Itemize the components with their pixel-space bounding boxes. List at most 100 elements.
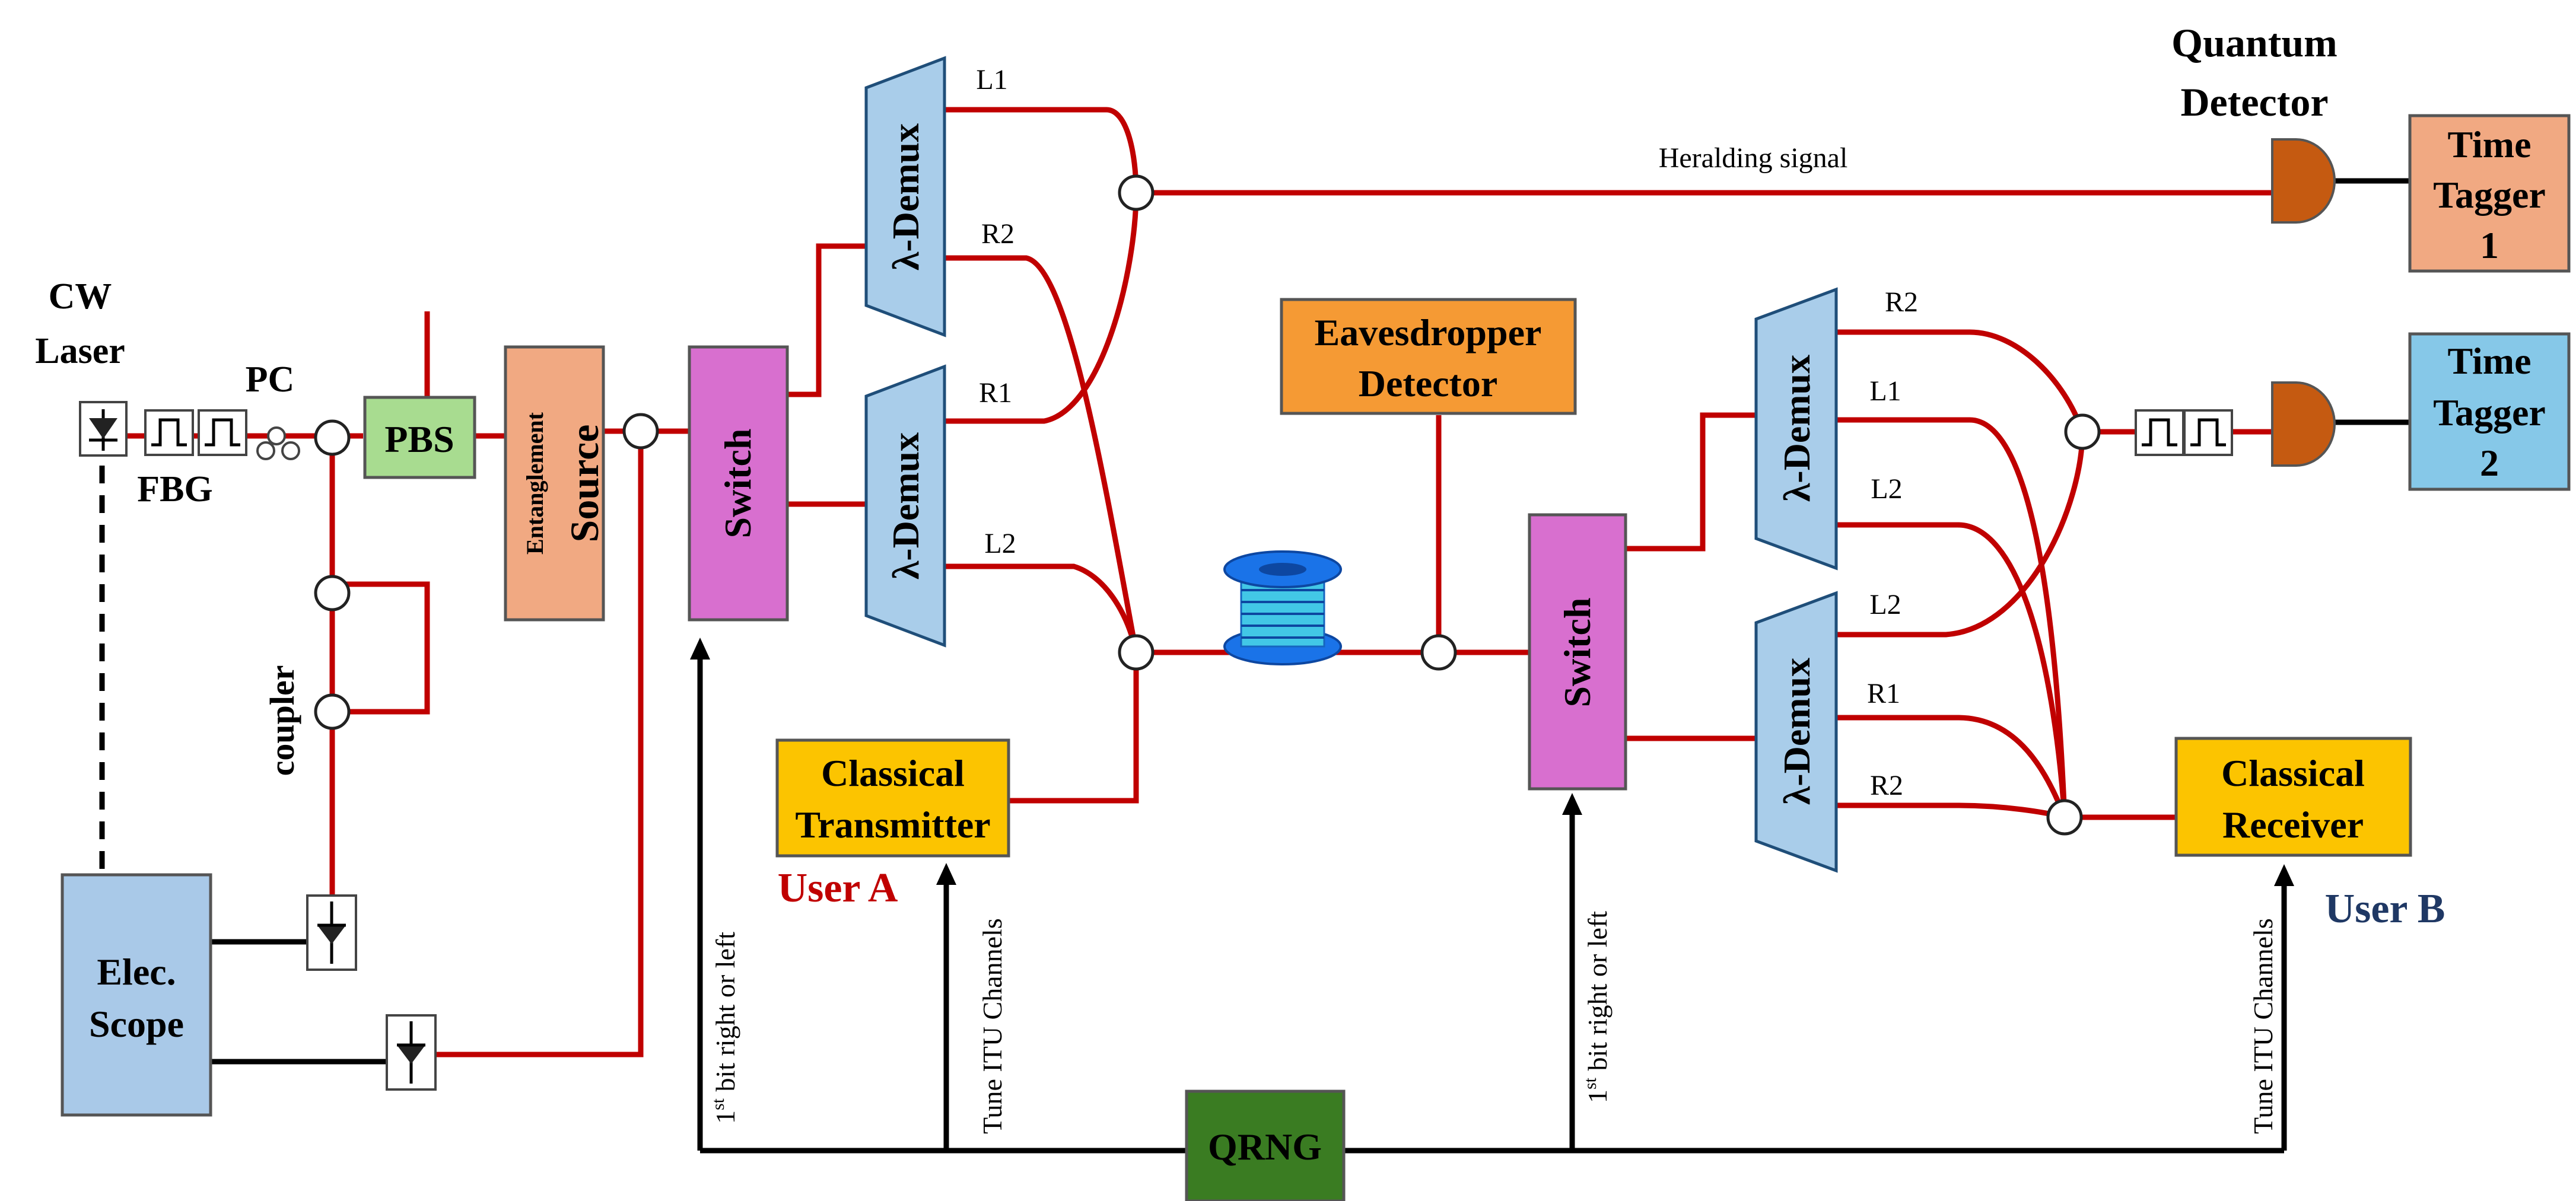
- fiber-demux4-L2: [1836, 431, 2085, 638]
- fiber-lines: [119, 107, 2272, 1057]
- time-tagger-2-box: [2408, 332, 2571, 491]
- qrng-label: QRNG: [1208, 1126, 1322, 1168]
- bit-label-b-prefix: 1: [1582, 1089, 1613, 1103]
- fiber-coupler-loop: [332, 581, 430, 715]
- fbg-right-icon: [2135, 409, 2233, 456]
- switch-b-box: [1528, 513, 1627, 791]
- pbs-box: [363, 396, 476, 479]
- pc-label: PC: [246, 359, 295, 400]
- time-tagger-1-line-1: Time: [2447, 123, 2531, 165]
- quantum-detector-2-icon: [2271, 381, 2336, 467]
- label-L1-a: L1: [976, 64, 1007, 95]
- switch-a-label: Switch: [717, 429, 759, 539]
- classical-rx-label-2: Receiver: [2222, 804, 2364, 846]
- heralding-combiner-node: [1118, 174, 1155, 211]
- time-tagger-1-box: [2408, 114, 2571, 273]
- coupler-nodes: [314, 174, 2101, 836]
- qrng-box: [1185, 1089, 1346, 1201]
- bit-label-a-prefix: 1: [710, 1110, 740, 1124]
- user-a-label: User A: [778, 865, 898, 911]
- user-b-label: User B: [2325, 886, 2445, 932]
- coupler-node-top: [314, 419, 351, 456]
- time-tagger-2-line-3: 2: [2480, 442, 2499, 484]
- fbg-label: FBG: [137, 469, 212, 509]
- user-b-upper-combiner-node: [2064, 413, 2101, 450]
- demux-3-box: [1754, 287, 1838, 571]
- tune-itu-label-b: Tune ITU Channels: [2248, 918, 2278, 1134]
- demux-4-box: [1754, 591, 1838, 873]
- fiber-demux4-R2: [1836, 802, 2066, 820]
- coupler-node-low: [314, 693, 351, 730]
- label-L2-a: L2: [984, 528, 1016, 559]
- fiber-demux1-R2: [944, 255, 1139, 653]
- bit-label-b-rest: bit right or left: [1582, 911, 1613, 1078]
- eavesdropper-label-2: Detector: [1359, 362, 1497, 404]
- classical-rx-label-1: Classical: [2221, 752, 2365, 794]
- fiber-combiner-to-classical-tx: [1009, 652, 1139, 804]
- demux-2-label: λ-Demux: [885, 432, 927, 579]
- eavesdropper-tap-node: [1420, 634, 1457, 671]
- user-b-lower-combiner-node: [2046, 799, 2083, 836]
- time-tagger-2-line-2: Tagger: [2433, 391, 2546, 434]
- demux-2-box: [864, 364, 946, 648]
- bit-label-a-rest: bit right or left: [710, 932, 740, 1098]
- elec-scope-label-1: Elec.: [97, 951, 176, 993]
- bit-label-a-sup: st: [708, 1098, 728, 1110]
- classical-transmitter-box: [775, 738, 1010, 858]
- fiber-demux2-R1: [944, 192, 1139, 424]
- time-tagger-2-line-1: Time: [2447, 340, 2531, 382]
- fiber-spool-icon: [1223, 550, 1342, 665]
- fiber-demux4-R1: [1836, 715, 2068, 818]
- label-R2-c: R2: [1870, 770, 1903, 801]
- coupler-label: coupler: [263, 665, 301, 776]
- label-L2-c: L2: [1869, 589, 1901, 620]
- bit-label-a: 1st bit right or left: [708, 932, 740, 1124]
- tune-itu-label-a: Tune ITU Channels: [977, 918, 1007, 1134]
- switch-b-label: Switch: [1556, 598, 1598, 708]
- fiber-demux3-L2: [1836, 522, 2068, 818]
- fiber-demux1-L1: [944, 107, 1139, 193]
- quantum-detector-label-1: Quantum: [2171, 20, 2338, 65]
- fiber-demux3-R2: [1836, 329, 2085, 433]
- pbs-label: PBS: [384, 418, 454, 460]
- photodiode-2-icon: [386, 1014, 437, 1091]
- electrical-lines: [99, 178, 2410, 1154]
- photodiode-1-icon: [306, 894, 357, 971]
- demux-1-label: λ-Demux: [885, 123, 927, 270]
- arrow-classical-tx: [936, 863, 956, 885]
- polarization-controller-icon: [256, 426, 300, 460]
- time-tagger-1-line-3: 1: [2480, 224, 2499, 266]
- arrow-classical-rx: [2274, 864, 2294, 886]
- time-tagger-1-line-2: Tagger: [2433, 174, 2546, 216]
- coupler-node-mid: [314, 575, 351, 611]
- laser-label: Laser: [35, 331, 125, 371]
- eavesdropper-label-1: Eavesdropper: [1315, 311, 1542, 353]
- arrow-switchB: [1562, 793, 1582, 815]
- eavesdropper-detector-box: [1280, 298, 1577, 415]
- demux-4-label: λ-Demux: [1776, 658, 1818, 805]
- classical-tx-label-1: Classical: [821, 752, 965, 794]
- fiber-demux3-L1: [1836, 417, 2068, 818]
- arrow-switchA: [690, 638, 710, 660]
- elec-scope-box: [61, 873, 212, 1117]
- classical-receiver-box: [2174, 737, 2412, 857]
- fiber-demux2-L2: [944, 563, 1139, 653]
- cw-laser-icon: [79, 401, 128, 457]
- classical-combiner-node: [1118, 634, 1155, 671]
- label-R2-a: R2: [981, 218, 1015, 250]
- demux-1-box: [864, 56, 946, 337]
- quantum-detector-label-2: Detector: [2180, 79, 2328, 125]
- classical-tx-label-2: Transmitter: [795, 804, 990, 846]
- fiber-switchA-to-demux1: [787, 243, 866, 397]
- label-R2-b: R2: [1885, 286, 1918, 318]
- quantum-detector-1-icon: [2271, 138, 2336, 224]
- label-R1-a: R1: [979, 377, 1012, 409]
- switch-a-box: [688, 345, 789, 622]
- source-output-node: [622, 413, 659, 450]
- fiber-switchB-to-demux3: [1626, 412, 1756, 552]
- fbg-icon: [144, 409, 247, 456]
- entanglement-source-box: [504, 345, 605, 622]
- elec-scope-label-2: Scope: [89, 1003, 184, 1045]
- demux-3-label: λ-Demux: [1776, 355, 1818, 502]
- cw-label-1: CW: [49, 276, 112, 317]
